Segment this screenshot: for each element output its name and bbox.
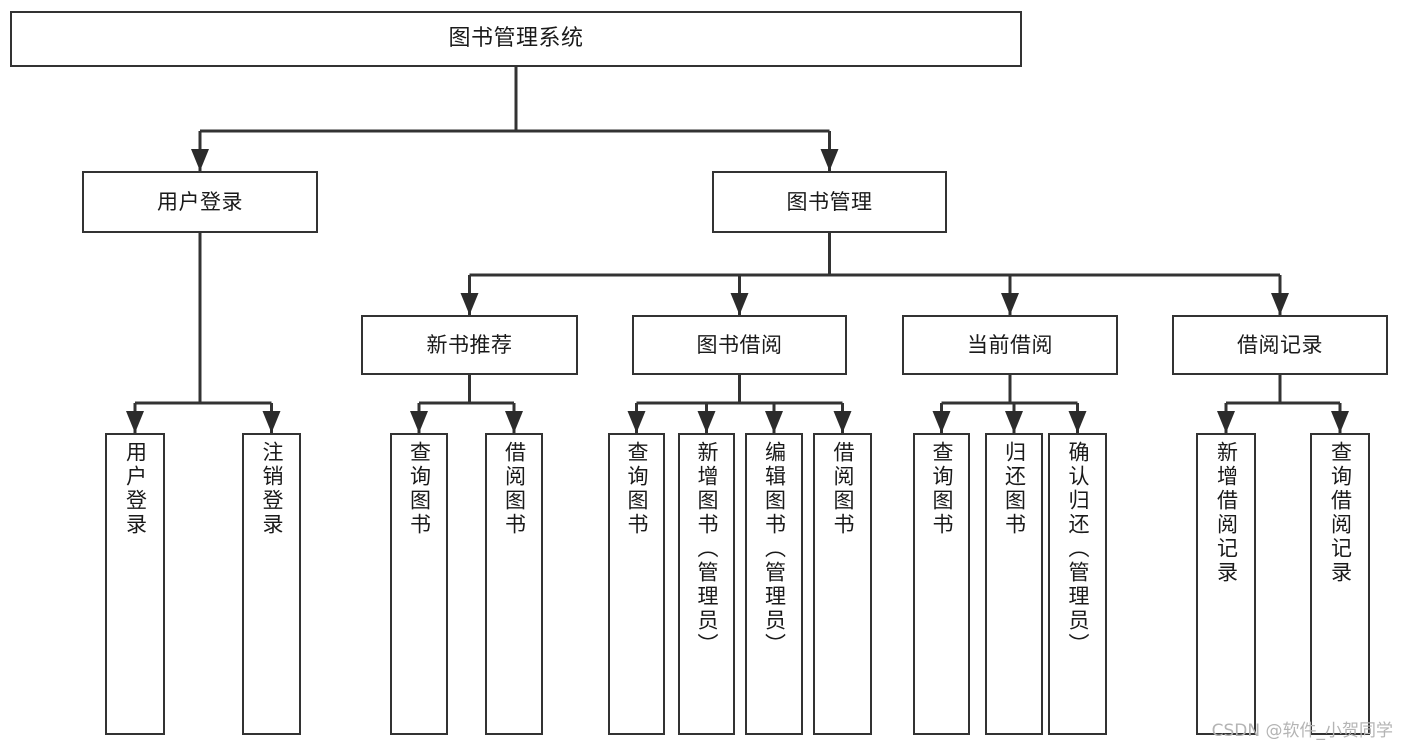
node-label: 借阅记录 — [1237, 332, 1323, 357]
node-book-borrow[interactable]: 图书借阅 — [632, 315, 847, 375]
node-leaf-cur-confirm[interactable]: 确认归还（管理员） — [1048, 433, 1107, 735]
node-leaf-borrow-query[interactable]: 查询图书 — [608, 433, 665, 735]
node-label: 查询图书 — [407, 441, 432, 537]
node-label: 借阅图书 — [502, 441, 527, 537]
arrowhead-icon — [191, 149, 209, 171]
node-label: 归还图书 — [1002, 441, 1027, 537]
node-label: 新书推荐 — [426, 332, 513, 357]
node-label: 借阅图书 — [831, 441, 855, 537]
arrowhead-icon — [410, 411, 428, 433]
node-label: 图书管理 — [786, 189, 873, 214]
arrowhead-icon — [833, 411, 852, 433]
arrowhead-icon — [1005, 411, 1023, 433]
node-label: 用户登录 — [123, 441, 148, 537]
arrowhead-icon — [505, 411, 523, 433]
node-new-book-rec[interactable]: 新书推荐 — [361, 315, 578, 375]
arrowhead-icon — [697, 411, 716, 433]
node-leaf-cur-query[interactable]: 查询图书 — [913, 433, 970, 735]
node-label: 新增图书（管理员） — [695, 441, 719, 657]
node-label: 查询借阅记录 — [1328, 441, 1353, 585]
node-current-borrow[interactable]: 当前借阅 — [902, 315, 1118, 375]
node-leaf-user-logout[interactable]: 注销登录 — [242, 433, 301, 735]
node-label: 查询图书 — [625, 441, 649, 537]
node-label: 当前借阅 — [967, 332, 1053, 357]
node-label: 注销登录 — [260, 441, 284, 537]
node-root[interactable]: 图书管理系统 — [10, 11, 1022, 67]
node-leaf-borrow-add[interactable]: 新增图书（管理员） — [678, 433, 735, 735]
node-label: 确认归还（管理员） — [1066, 441, 1090, 657]
node-label: 用户登录 — [157, 189, 243, 214]
node-label: 图书借阅 — [696, 332, 783, 357]
arrowhead-icon — [932, 411, 951, 433]
node-borrow-record[interactable]: 借阅记录 — [1172, 315, 1388, 375]
arrowhead-icon — [1001, 293, 1019, 315]
node-leaf-cur-return[interactable]: 归还图书 — [985, 433, 1043, 735]
node-leaf-rec-search[interactable]: 查询借阅记录 — [1310, 433, 1370, 735]
arrowhead-icon — [627, 411, 646, 433]
node-user-login[interactable]: 用户登录 — [82, 171, 318, 233]
node-leaf-borrow-edit[interactable]: 编辑图书（管理员） — [745, 433, 803, 735]
arrowhead-icon — [126, 411, 144, 433]
node-leaf-borrow-lend[interactable]: 借阅图书 — [813, 433, 872, 735]
arrowhead-icon — [765, 411, 783, 433]
node-leaf-rec-query[interactable]: 查询图书 — [390, 433, 448, 735]
node-leaf-rec-borrow[interactable]: 借阅图书 — [485, 433, 543, 735]
arrowhead-icon — [730, 293, 749, 315]
node-label: 编辑图书（管理员） — [762, 441, 787, 657]
arrowhead-icon — [820, 149, 839, 171]
node-label: 查询图书 — [930, 441, 954, 537]
arrowhead-icon — [1271, 293, 1289, 315]
node-label: 图书管理系统 — [448, 26, 584, 52]
node-label: 新增借阅记录 — [1214, 441, 1239, 585]
watermark: CSDN @软件_小贺同学 — [1211, 721, 1393, 741]
node-leaf-rec-add[interactable]: 新增借阅记录 — [1196, 433, 1256, 735]
node-book-mgmt[interactable]: 图书管理 — [712, 171, 947, 233]
arrowhead-icon — [262, 411, 281, 433]
arrowhead-icon — [1331, 411, 1349, 433]
arrowhead-icon — [460, 293, 479, 315]
node-leaf-user-login[interactable]: 用户登录 — [105, 433, 165, 735]
arrowhead-icon — [1068, 411, 1087, 433]
arrowhead-icon — [1217, 411, 1235, 433]
